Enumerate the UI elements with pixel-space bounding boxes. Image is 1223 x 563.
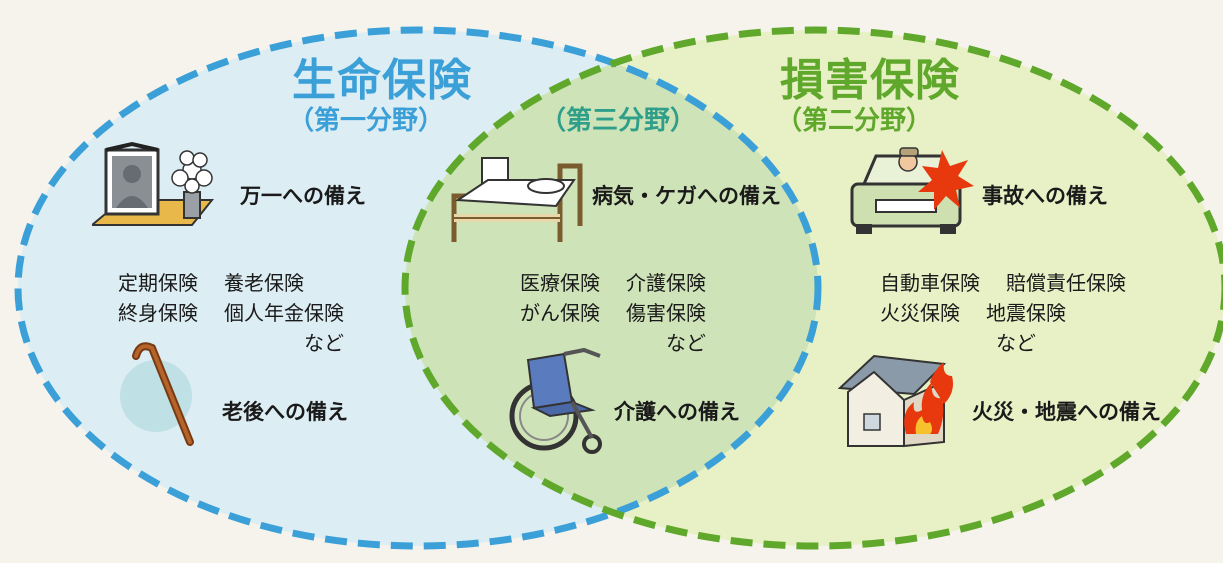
life-insurance-circle-border [14, 26, 822, 550]
etc-label: など [666, 331, 706, 355]
property-item-label-1: 事故への備え [982, 184, 1108, 208]
wheelchair-icon [509, 347, 602, 454]
product-label: がん保険 [520, 301, 600, 325]
funeral-photo-icon [92, 141, 215, 226]
product-label: 火災保険 [880, 301, 960, 325]
property-products-list: 自動車保険 賠償責任保険 火災保険 地震保険 など [880, 268, 1126, 358]
product-label: 賠償責任保険 [1006, 271, 1126, 295]
car-crash-icon [850, 147, 974, 234]
product-label: 医療保険 [520, 271, 600, 295]
hospital-bed-icon [451, 157, 583, 242]
third-item-label-1: 病気・ケガへの備え [592, 184, 781, 208]
property-item-label-2: 火災・地震への備え [972, 400, 1161, 424]
product-label: 自動車保険 [880, 271, 980, 295]
walking-cane-icon [120, 342, 194, 446]
etc-label: など [304, 331, 344, 355]
product-label: 個人年金保険 [224, 301, 344, 325]
third-field-subtitle: （第三分野） [540, 106, 697, 136]
property-insurance-title: 損害保険 [780, 55, 960, 106]
product-label: 定期保険 [118, 271, 198, 295]
product-label: 地震保険 [986, 301, 1066, 325]
etc-label: など [996, 331, 1036, 355]
life-insurance-subtitle: （第一分野） [288, 106, 445, 136]
life-insurance-title: 生命保険 [292, 55, 472, 106]
property-insurance-circle-border [401, 26, 1223, 550]
life-item-label-1: 万一への備え [240, 184, 366, 208]
property-insurance-subtitle: （第二分野） [776, 106, 933, 136]
house-fire-icon [837, 354, 953, 448]
third-item-label-2: 介護への備え [614, 400, 740, 424]
product-label: 傷害保険 [626, 301, 706, 325]
product-label: 介護保険 [626, 271, 706, 295]
product-label: 終身保険 [118, 301, 198, 325]
life-item-label-2: 老後への備え [222, 400, 348, 424]
life-products-list: 定期保険 養老保険 終身保険 個人年金保険 など [118, 268, 344, 358]
third-products-list: 医療保険 介護保険 がん保険 傷害保険 など [520, 268, 706, 358]
product-label: 養老保険 [224, 271, 304, 295]
